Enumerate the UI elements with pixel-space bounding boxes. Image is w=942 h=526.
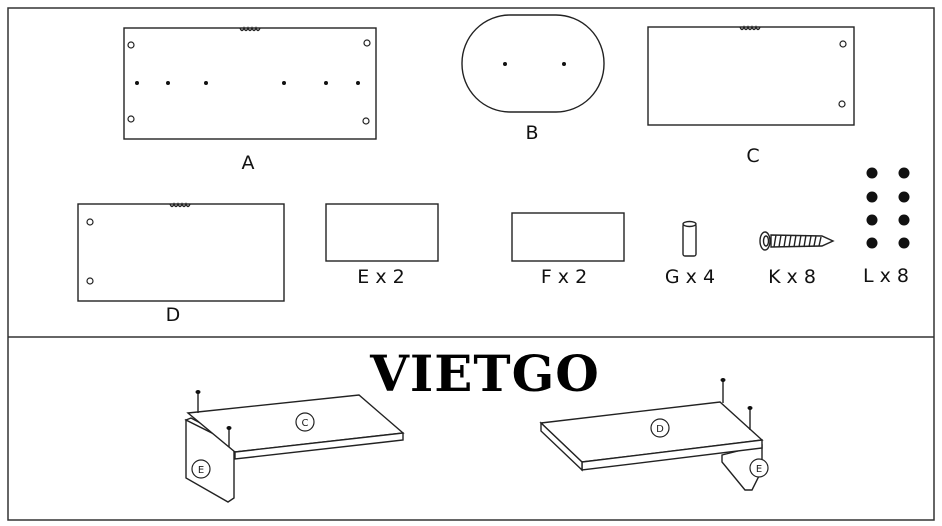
outer-frame: [7, 7, 935, 521]
part-g-dowel: [682, 220, 697, 257]
assembly-right-side-label: E: [756, 464, 762, 475]
part-f: [511, 212, 625, 262]
part-a: [123, 26, 377, 140]
part-d: [77, 202, 285, 302]
part-l-cams: [866, 167, 910, 249]
label-f: F x 2: [541, 266, 587, 288]
part-k-screw: [759, 231, 835, 251]
label-a: A: [242, 152, 255, 174]
part-e: [325, 203, 439, 262]
assembly-right: D E: [539, 378, 769, 491]
label-k: K x 8: [768, 266, 816, 288]
vietgo-logo: VIETGO: [369, 344, 600, 403]
part-b: [461, 14, 605, 113]
label-d: D: [166, 304, 181, 326]
assembly-left: C E: [184, 390, 405, 503]
label-c: C: [746, 145, 759, 167]
label-l: L x 8: [863, 265, 909, 287]
label-b: B: [525, 122, 538, 144]
assembly-left-side-label: E: [198, 465, 204, 476]
assembly-right-panel-label: D: [656, 424, 664, 435]
label-g: G x 4: [665, 266, 715, 288]
assembly-left-panel-label: C: [302, 418, 309, 429]
label-e: E x 2: [357, 266, 404, 288]
part-c: [647, 25, 855, 126]
